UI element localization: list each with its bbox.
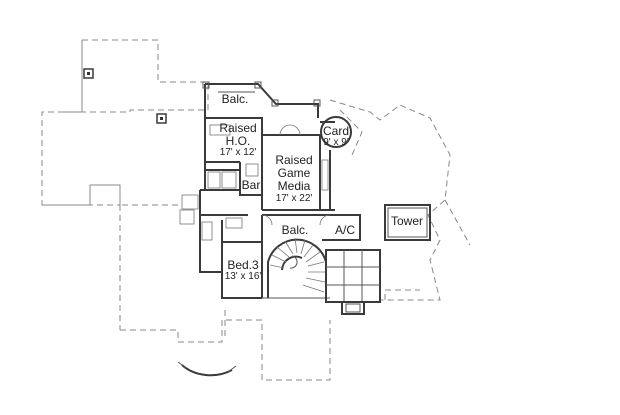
bay-arc <box>177 361 237 377</box>
bed3-label: Bed.3 <box>227 258 259 272</box>
raised-ho-label-2: H.O. <box>226 134 251 148</box>
bed3-size: 13' x 16' <box>225 271 262 282</box>
raised-ho-label-1: Raised <box>219 121 256 135</box>
room-labels: Balc. Raised H.O. 17' x 12' Card 9' x 9'… <box>219 92 423 282</box>
raised-game-label-2: Game <box>278 166 311 180</box>
balc-mid-label: Balc. <box>282 223 309 237</box>
walls <box>199 116 361 299</box>
raised-game-size: 17' x 22' <box>276 193 313 204</box>
card-size: 9' x 9' <box>323 137 349 148</box>
column-markers <box>83 68 167 124</box>
fixtures <box>179 124 331 241</box>
raised-ho-size: 17' x 12' <box>220 147 257 158</box>
card-label: Card <box>323 124 349 138</box>
stair-treads <box>269 237 326 293</box>
grid-skylight <box>325 249 381 315</box>
tower-label: Tower <box>391 214 423 228</box>
roof-outline <box>41 39 471 381</box>
ac-label: A/C <box>335 223 355 237</box>
raised-game-label-3: Media <box>278 179 311 193</box>
tower <box>384 204 431 241</box>
balcony-top <box>202 81 321 118</box>
raised-game-label-1: Raised <box>275 153 312 167</box>
balc-top-label: Balc. <box>222 92 249 106</box>
bar-label: Bar <box>242 178 261 192</box>
